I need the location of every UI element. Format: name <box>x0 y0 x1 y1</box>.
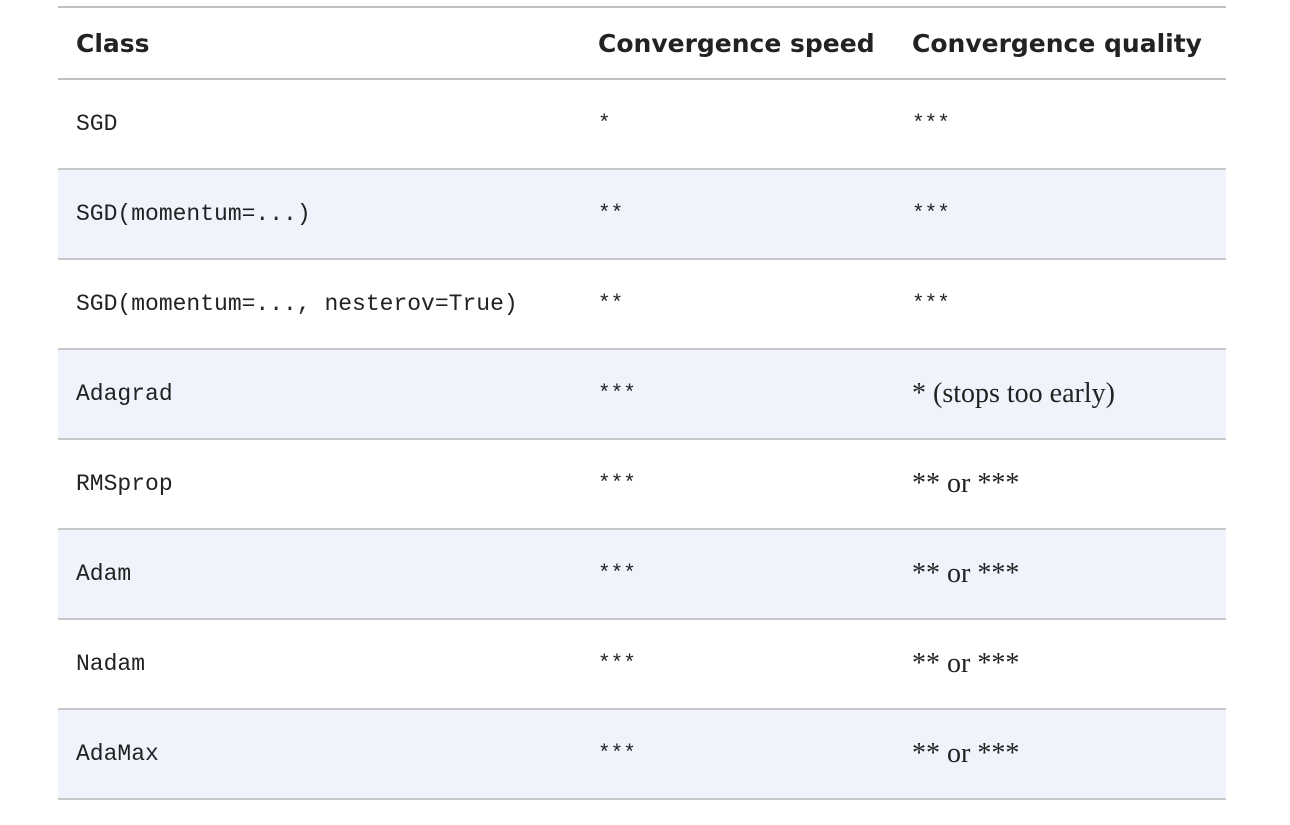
cell-class: AdaMax <box>76 741 159 767</box>
cell-quality: ** or *** <box>912 738 1020 769</box>
table-row: Nadam *** ** or *** <box>58 619 1226 709</box>
cell-quality: *** <box>912 202 950 226</box>
header-row: Class Convergence speed Convergence qual… <box>58 7 1226 79</box>
cell-speed: *** <box>598 562 636 586</box>
cell-class: RMSprop <box>76 471 173 497</box>
table-row: AdaMax *** ** or *** <box>58 709 1226 799</box>
cell-speed: ** <box>598 202 624 226</box>
cell-class: Nadam <box>76 651 146 677</box>
table-row: Adagrad *** * (stops too early) <box>58 349 1226 439</box>
cell-class: SGD(momentum=...) <box>76 201 311 227</box>
table-body: SGD * *** SGD(momentum=...) ** *** SGD(m… <box>58 79 1226 799</box>
cell-quality: *** <box>912 292 950 316</box>
cell-speed: *** <box>598 472 636 496</box>
cell-speed: ** <box>598 292 624 316</box>
cell-speed: *** <box>598 742 636 766</box>
table-row: SGD(momentum=...) ** *** <box>58 169 1226 259</box>
table-row: SGD(momentum=..., nesterov=True) ** *** <box>58 259 1226 349</box>
optimizer-comparison-table: Class Convergence speed Convergence qual… <box>58 6 1226 800</box>
header-convergence-quality: Convergence quality <box>912 28 1202 58</box>
table-header: Class Convergence speed Convergence qual… <box>58 7 1226 79</box>
cell-quality: ** or *** <box>912 648 1020 679</box>
cell-quality: *** <box>912 112 950 136</box>
table-row: SGD * *** <box>58 79 1226 169</box>
cell-class: Adagrad <box>76 381 173 407</box>
cell-quality: ** or *** <box>912 468 1020 499</box>
cell-speed: * <box>598 112 611 136</box>
cell-speed: *** <box>598 652 636 676</box>
table-row: Adam *** ** or *** <box>58 529 1226 619</box>
table-row: RMSprop *** ** or *** <box>58 439 1226 529</box>
cell-class: SGD <box>76 111 118 137</box>
cell-quality: * (stops too early) <box>912 378 1115 409</box>
cell-quality: ** or *** <box>912 558 1020 589</box>
header-convergence-speed: Convergence speed <box>598 28 875 58</box>
cell-class: SGD(momentum=..., nesterov=True) <box>76 291 518 317</box>
cell-class: Adam <box>76 561 132 587</box>
cell-speed: *** <box>598 382 636 406</box>
cropped-caption-fragment <box>560 0 890 3</box>
header-class: Class <box>76 28 150 58</box>
